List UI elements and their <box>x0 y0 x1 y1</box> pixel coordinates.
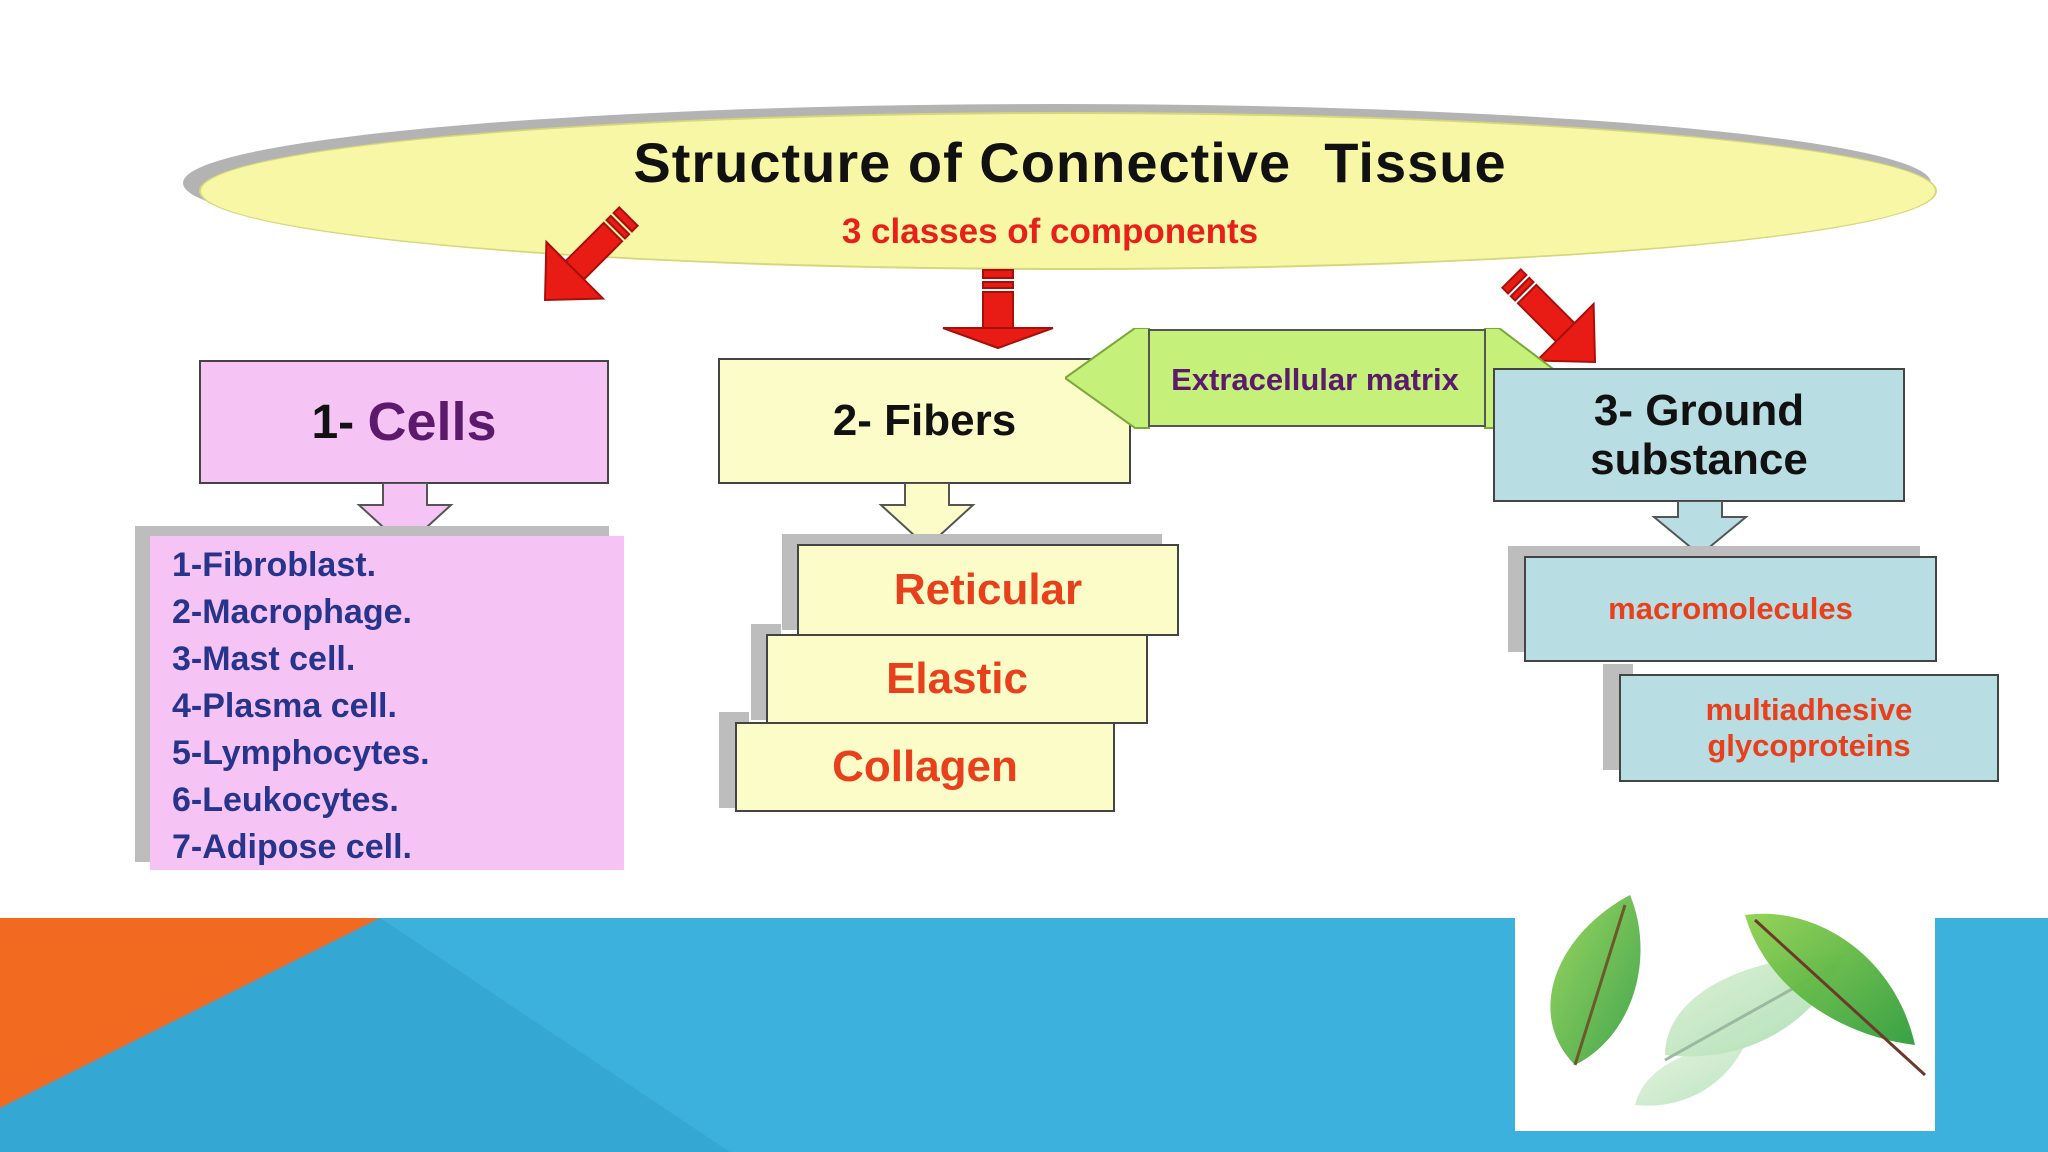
leaves-icon <box>1515 895 1935 1131</box>
fiber-item-elastic: Elastic <box>766 634 1148 724</box>
cells-number: 1- <box>311 395 368 449</box>
cell-item: 3-Mast cell. <box>172 640 356 678</box>
cell-item: 6-Leukocytes. <box>172 781 399 819</box>
cell-item: 2-Macrophage. <box>172 593 412 631</box>
arrow-to-ground-icon <box>1500 267 1597 364</box>
fibers-box: 2- Fibers <box>718 358 1131 484</box>
ground-down-arrow-icon <box>1651 501 1749 557</box>
ground-item-macromolecules: macromolecules <box>1524 556 1937 662</box>
diagram-title: Structure of Connective Tissue <box>633 130 1507 194</box>
cell-item: 4-Plasma cell. <box>172 687 397 725</box>
matrix-double-arrow-icon <box>1065 328 1565 429</box>
fibers-down-arrow-icon <box>878 483 976 549</box>
red-arrows <box>543 205 1597 364</box>
ground-item-glycoproteins: multiadhesive glycoproteins <box>1619 674 1999 782</box>
cells-list: 1-Fibroblast. 2-Macrophage. 3-Mast cell.… <box>150 536 624 870</box>
fiber-item-reticular: Reticular <box>797 544 1179 636</box>
diagram-subtitle: 3 classes of components <box>841 212 1259 251</box>
arrow-to-fibers-icon <box>942 269 1054 350</box>
cells-label: Cells <box>367 392 497 452</box>
cells-box: 1- Cells <box>199 360 609 484</box>
cell-item: 1-Fibroblast. <box>172 546 377 584</box>
title-ellipse <box>199 112 1937 270</box>
cell-item: 7-Adipose cell. <box>172 828 412 866</box>
arrow-to-cells-icon <box>543 205 640 302</box>
cell-item: 5-Lymphocytes. <box>172 734 430 772</box>
ground-box: 3- Ground substance <box>1493 368 1905 502</box>
fiber-item-collagen: Collagen <box>735 722 1115 812</box>
matrix-label: Extracellular matrix <box>1171 362 1459 397</box>
